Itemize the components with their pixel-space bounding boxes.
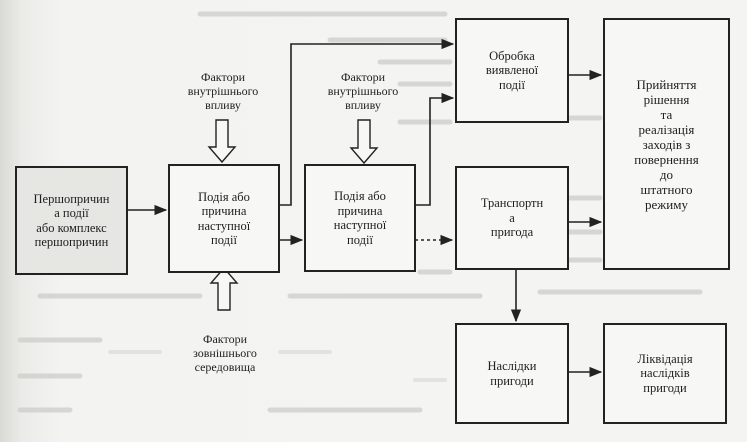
box-decision: Прийняття рішення та реалізація заходів …: [603, 18, 730, 270]
factor-arrow-internal-1: [207, 119, 237, 164]
label-external-factors: Фактори зовнішнього середовища: [193, 332, 257, 374]
box-transport-accident: Транспортн а пригода: [455, 166, 569, 270]
label-internal-factors-2: Фактори внутрішнього впливу: [327, 70, 399, 112]
box-event-2: Подія або причина наступної події: [304, 164, 416, 272]
factor-arrow-internal-2: [349, 119, 379, 165]
arrow-event2-to-processing: [415, 92, 455, 206]
box-liquidation: Ліквідація наслідків пригоди: [603, 323, 727, 424]
label-internal-factors-1: Фактори внутрішнього впливу: [187, 70, 259, 112]
box-processing: Обробка виявленої події: [455, 18, 569, 123]
box-root-cause: Першопричин а події або комплекс першопр…: [15, 166, 128, 275]
factor-arrow-external: [209, 266, 239, 311]
arrow-event1-to-processing: [279, 38, 455, 206]
box-consequences: Наслідки пригоди: [455, 323, 569, 424]
box-event-1: Подія або причина наступної події: [168, 164, 280, 273]
